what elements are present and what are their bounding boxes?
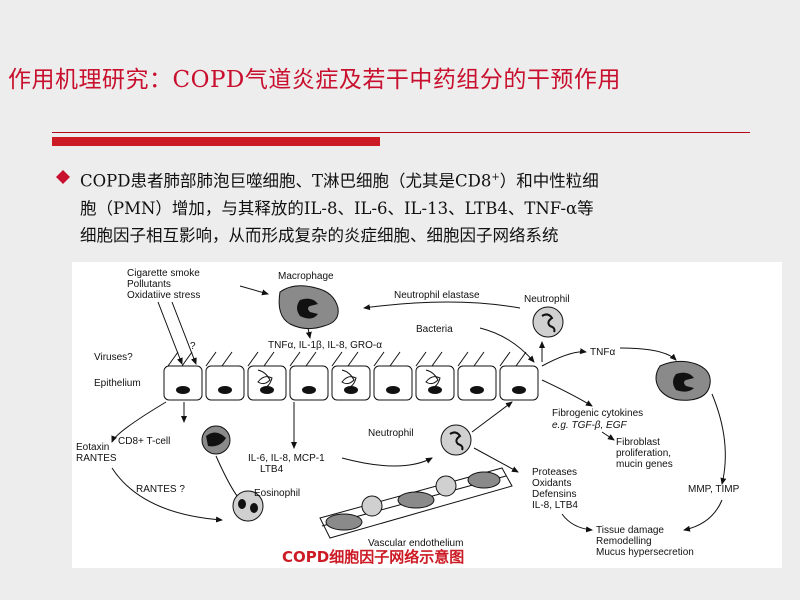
label-oxidative: Oxidatiive stress xyxy=(127,290,200,301)
label-eotaxin: Eotaxin xyxy=(76,442,109,453)
label-macrophage: Macrophage xyxy=(278,271,334,282)
label-proteases: Proteases xyxy=(532,467,577,478)
label-fibroblast: Fibroblast xyxy=(616,437,660,448)
label-remodelling: Remodelling xyxy=(596,536,652,547)
arrow-proteases-tissue xyxy=(561,513,593,533)
label-neutrophil-mid: Neutrophil xyxy=(368,428,414,439)
neutrophil-top-cell xyxy=(532,306,564,338)
epithelium-layer xyxy=(163,365,539,401)
cd8-tcell xyxy=(201,425,231,455)
arrow-neutrophil-proteases xyxy=(473,447,519,473)
arrow-epi-fibro xyxy=(541,379,593,407)
label-mucin: mucin genes xyxy=(616,459,673,470)
arrow-smoke-macrophage xyxy=(239,285,269,296)
label-eosinophil: Eosinophil xyxy=(254,488,300,499)
arrow-elastase-macrophage xyxy=(363,301,521,311)
diagram-caption: COPD细胞因子网络示意图 xyxy=(282,548,464,566)
arrow-tnf-macrophage xyxy=(619,347,677,361)
slide-title: 作用机理研究：COPD气道炎症及若干中药组分的干预作用 xyxy=(8,67,621,93)
arrow-macrophage-cytokines xyxy=(305,327,312,339)
macrophage-right-cell xyxy=(655,360,711,401)
diamond-bullet-icon xyxy=(56,170,70,184)
arrow-macrophage-mmp xyxy=(711,393,727,485)
arrow-neutrophil-epi xyxy=(471,401,513,433)
bullet-line-2: 胞（PMN）增加，与其释放的IL-8、IL-6、IL-13、LTB4、TNF-α… xyxy=(80,198,594,218)
arrow-mmp-tissue xyxy=(683,499,723,532)
label-cigarette: Cigarette smoke xyxy=(127,268,200,279)
copd-network-figure: Cigarette smoke Pollutants Oxidatiive st… xyxy=(72,262,782,568)
label-cd8: CD8+ T-cell xyxy=(118,436,170,447)
label-oxidants: Oxidants xyxy=(532,478,571,489)
label-rantes: RANTES xyxy=(76,453,117,464)
arrow-smoke-epithelium xyxy=(157,301,183,365)
label-il8-ltb4: IL-8, LTB4 xyxy=(532,500,578,511)
title-divider-line xyxy=(52,132,750,133)
neutrophil-mid-cell xyxy=(440,424,472,456)
arrow-fibro-fibroblast xyxy=(601,431,615,441)
label-vascular: Vascular endothelium xyxy=(368,538,463,549)
label-neutrophil-elastase: Neutrophil elastase xyxy=(394,290,480,301)
superscript-plus: + xyxy=(491,172,500,183)
label-epithelium: Epithelium xyxy=(94,378,141,389)
arrow-smoke-epithelium-2 xyxy=(171,301,197,365)
label-cytokines-top: TNFα, IL-1β, IL-8, GRO-α xyxy=(268,340,382,351)
arrow-il6-neutrophil xyxy=(341,457,433,467)
bullet-paragraph: COPD患者肺部肺泡巨噬细胞、T淋巴细胞（尤其是CD8+）和中性粒细 胞（PMN… xyxy=(80,164,760,249)
bullet-line-3: 细胞因子相互影响，从而形成复杂的炎症细胞、细胞因子网络系统 xyxy=(80,225,559,245)
label-ltb4: LTB4 xyxy=(260,464,284,475)
label-bacteria: Bacteria xyxy=(416,324,453,335)
label-fibrogenic: Fibrogenic cytokines xyxy=(552,408,643,419)
label-question: ? xyxy=(190,341,196,352)
copd-network-diagram: Cigarette smoke Pollutants Oxidatiive st… xyxy=(76,268,740,566)
vascular-endothelium xyxy=(319,467,513,539)
label-rantes-q: RANTES ? xyxy=(136,484,185,495)
label-mucus: Mucus hypersecretion xyxy=(596,547,694,558)
label-tnf-right: TNFα xyxy=(590,347,615,358)
label-pollutants: Pollutants xyxy=(127,279,171,290)
label-eg-tgf: e.g. TGF-β, EGF xyxy=(552,420,628,431)
arrow-epi-tnf xyxy=(541,348,587,367)
arrow-epi-eotaxin xyxy=(111,401,167,443)
label-viruses: Viruses? xyxy=(94,352,133,363)
eosinophil-cell xyxy=(232,490,264,522)
epithelium-cilia xyxy=(167,351,527,367)
infected-cells-scribble xyxy=(257,369,441,389)
arrow-bacteria xyxy=(479,327,535,363)
arrow-eotaxin-eosinophil xyxy=(111,467,223,523)
epithelium-nuclei xyxy=(176,386,526,394)
label-neutrophil-top: Neutrophil xyxy=(524,294,570,305)
label-proliferation: proliferation, xyxy=(616,448,671,459)
label-tissue: Tissue damage xyxy=(596,525,664,536)
bullet-line-1: COPD患者肺部肺泡巨噬细胞、T淋巴细胞（尤其是CD8+）和中性粒细 xyxy=(80,171,599,191)
title-accent-bar xyxy=(52,137,380,146)
label-mmp: MMP, TIMP xyxy=(688,484,740,495)
label-il6: IL-6, IL-8, MCP-1 xyxy=(248,453,325,464)
macrophage-cell xyxy=(278,285,339,330)
label-defensins: Defensins xyxy=(532,489,576,500)
